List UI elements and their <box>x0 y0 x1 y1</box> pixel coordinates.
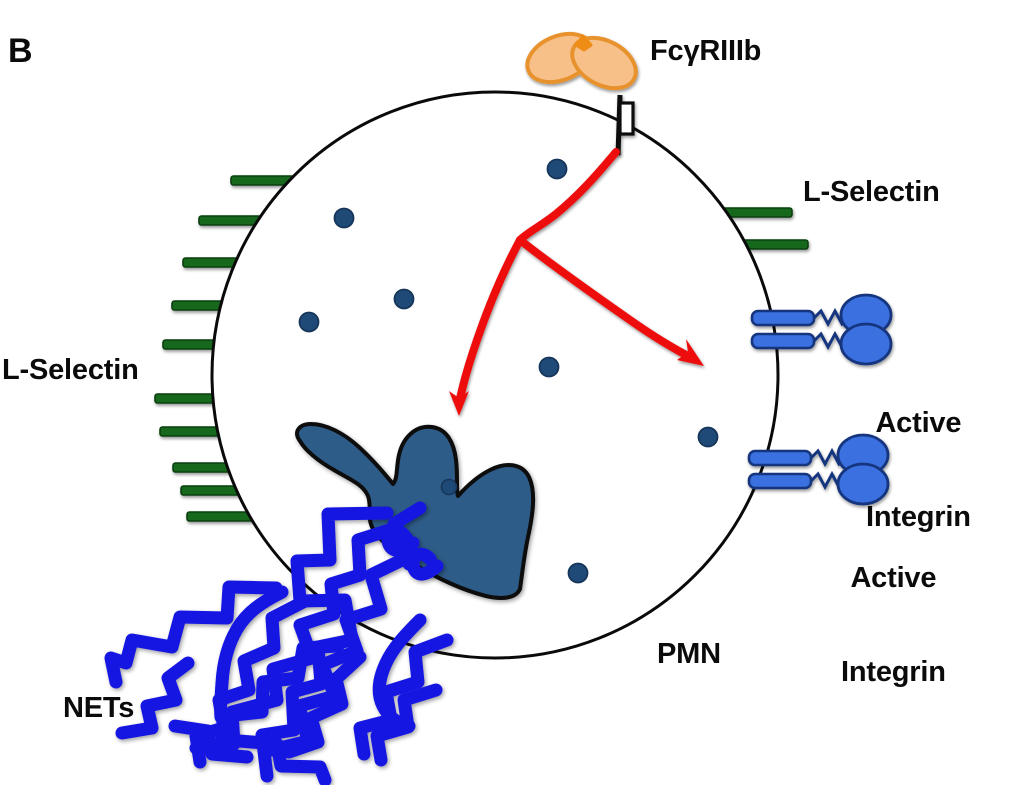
signaling-arrow-icon <box>449 148 704 416</box>
nets-mesh-icon[interactable] <box>104 501 454 785</box>
granule-icon <box>567 562 589 584</box>
granule-group <box>298 158 719 584</box>
granule-icon <box>393 288 415 310</box>
granule-icon <box>440 478 458 496</box>
active-integrin-icon[interactable] <box>747 433 890 506</box>
active-integrin-label-2-line2: Integrin <box>841 655 946 688</box>
granule-icon <box>546 158 568 180</box>
active-integrin-label-1-line2: Integrin <box>866 500 971 533</box>
granule-icon <box>697 426 719 448</box>
granule-icon <box>538 356 560 378</box>
fcgr-receptor-icon[interactable] <box>520 25 644 156</box>
nets-label: NETs <box>63 692 135 724</box>
active-integrin-label-2: Active Integrin <box>841 500 946 719</box>
active-integrin-icon[interactable] <box>750 293 893 366</box>
panel-label: B <box>8 32 33 70</box>
active-integrin-label-1-line1: Active <box>875 406 962 439</box>
active-integrin-label-2-line1: Active <box>850 561 937 594</box>
granule-icon <box>333 207 355 229</box>
fcgr-label: FcγRIIIb <box>650 35 762 67</box>
l-selectin-bar-icon[interactable] <box>721 207 793 218</box>
l-selectin-label-left: L-Selectin <box>2 354 139 386</box>
pmn-label: PMN <box>657 638 721 670</box>
active-integrin-label-1: Active Integrin <box>866 345 971 564</box>
l-selectin-label-right: L-Selectin <box>803 176 940 208</box>
granule-icon <box>298 311 320 333</box>
